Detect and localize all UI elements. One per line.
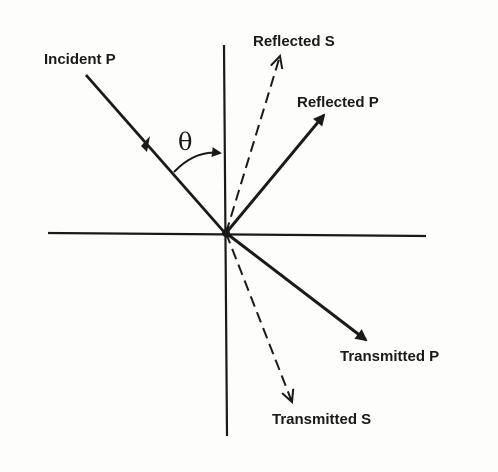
transmitted-s-ray [225,232,292,402]
origin-point [222,229,230,237]
incident-p-arrowhead [141,136,150,152]
normal-line [222,44,229,437]
interface-line [47,231,427,238]
angle-arc [173,147,222,173]
reflected-p-ray [224,113,326,234]
label-transmitted-p: Transmitted P [340,348,439,365]
label-reflected-p: Reflected P [297,94,379,111]
label-reflected-s: Reflected S [253,33,335,50]
label-transmitted-s: Transmitted S [272,411,371,428]
label-angle-theta: θ [178,128,192,156]
incident-p-ray [84,74,227,234]
label-incident-p: Incident P [44,51,116,68]
reflected-s-ray [225,56,280,234]
transmitted-p-ray [225,231,368,342]
